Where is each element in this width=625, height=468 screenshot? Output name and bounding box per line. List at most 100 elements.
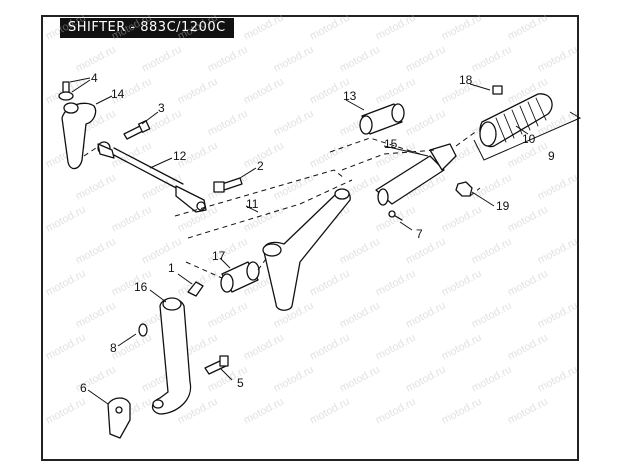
watermark-text: motod.ru — [374, 396, 418, 427]
watermark-text: motod.ru — [308, 396, 352, 427]
bolt-part-1 — [187, 281, 204, 297]
callout-14: 14 — [111, 87, 125, 101]
watermark-text: motod.ru — [536, 300, 580, 331]
callout-19: 19 — [496, 199, 510, 213]
bracket-9-line — [473, 111, 582, 161]
diagram-title: SHIFTER - 883C/1200C — [60, 18, 234, 38]
callout-10: 10 — [522, 132, 536, 146]
watermark-text: motod.ru — [338, 44, 382, 75]
watermark-text: motod.ru — [338, 300, 382, 331]
watermark-text: motod.ru — [110, 204, 154, 235]
watermark-text: motod.ru — [308, 140, 352, 171]
callout-12: 12 — [173, 149, 187, 163]
watermark-text: motod.ru — [176, 76, 220, 107]
callout-13: 13 — [343, 89, 357, 103]
watermark-text: motod.ru — [506, 204, 550, 235]
bolt-part-3 — [123, 120, 151, 140]
watermark-text: motod.ru — [404, 44, 448, 75]
peg-part-13 — [359, 103, 405, 135]
watermark-text: motod.ru — [440, 204, 484, 235]
watermark-text: motod.ru — [338, 236, 382, 267]
callout-3: 3 — [158, 101, 165, 115]
watermark-text: motod.ru — [74, 172, 118, 203]
callout-5: 5 — [237, 376, 244, 390]
watermark-text: motod.ru — [440, 332, 484, 363]
watermark-text: motod.ru — [506, 268, 550, 299]
watermark-text: motod.ru — [440, 268, 484, 299]
watermark-text: motod.ru — [74, 44, 118, 75]
watermark-text: motod.ru — [470, 364, 514, 395]
watermark-text: motod.ru — [206, 44, 250, 75]
watermark-text: motod.ru — [404, 300, 448, 331]
watermark-text: motod.ru — [242, 12, 286, 43]
watermark-text: motod.ru — [44, 204, 88, 235]
watermark-text: motod.ru — [140, 236, 184, 267]
watermark-text: motod.ru — [272, 364, 316, 395]
callout-17: 17 — [212, 249, 226, 263]
watermark-text: motod.ru — [374, 268, 418, 299]
bushing-part — [220, 261, 260, 293]
watermark-text: motod.ru — [506, 396, 550, 427]
callout-15: 15 — [384, 137, 398, 151]
watermark-text: motod.ru — [44, 268, 88, 299]
watermark-text: motod.ru — [470, 172, 514, 203]
watermark-text: motod.ru — [272, 172, 316, 203]
callout-16: 16 — [134, 280, 148, 294]
watermark-text: motod.ru — [404, 236, 448, 267]
watermark-text: motod.ru — [374, 332, 418, 363]
screw-part-4 — [58, 81, 74, 101]
watermark-text: motod.ru — [536, 236, 580, 267]
watermark-text: motod.ru — [470, 300, 514, 331]
watermark-text: motod.ru — [74, 300, 118, 331]
watermark-text: motod.ru — [242, 76, 286, 107]
callout-18: 18 — [459, 73, 473, 87]
watermark-text: motod.ru — [242, 396, 286, 427]
watermark-text: motod.ru — [272, 108, 316, 139]
shifter-lever-upper-part — [61, 102, 97, 170]
watermark-text: motod.ru — [536, 44, 580, 75]
watermark-text: motod.ru — [110, 12, 154, 43]
watermark-text: motod.ru — [308, 268, 352, 299]
watermark-text: motod.ru — [536, 172, 580, 203]
watermark-text: motod.ru — [44, 332, 88, 363]
watermark-text: motod.ru — [272, 44, 316, 75]
callout-6: 6 — [80, 381, 87, 395]
washer-part — [138, 323, 148, 337]
shifter-arm-part — [151, 297, 192, 415]
watermark-text: motod.ru — [374, 76, 418, 107]
watermark-text: motod.ru — [74, 236, 118, 267]
callout-4: 4 — [91, 71, 98, 85]
callout-7: 7 — [416, 227, 423, 241]
watermark-text: motod.ru — [308, 12, 352, 43]
callout-1: 1 — [168, 261, 175, 275]
watermark-text: motod.ru — [440, 396, 484, 427]
watermark-text: motod.ru — [470, 44, 514, 75]
shifter-lever-lower-part — [262, 188, 351, 311]
nut-part — [455, 181, 473, 197]
bracket-part — [107, 397, 131, 439]
screw-part-18 — [492, 85, 503, 95]
leader-lines — [69, 77, 529, 405]
bolt-part-2 — [213, 177, 243, 193]
watermark-text: motod.ru — [242, 140, 286, 171]
watermark-text: motod.ru — [404, 364, 448, 395]
watermark-text: motod.ru — [44, 396, 88, 427]
shaft-part — [375, 143, 457, 206]
assembly-lines — [83, 129, 481, 279]
watermark-text: motod.ru — [206, 108, 250, 139]
watermark-text: motod.ru — [374, 12, 418, 43]
watermark-text: motod.ru — [506, 332, 550, 363]
watermark-text: motod.ru — [470, 236, 514, 267]
watermark-text: motod.ru — [506, 12, 550, 43]
watermark-text: motod.ru — [338, 364, 382, 395]
bolt-part-5 — [204, 355, 229, 375]
watermark-text: motod.ru — [242, 332, 286, 363]
watermark-text: motod.ru — [44, 12, 88, 43]
watermark-text: motod.ru — [536, 364, 580, 395]
callout-8: 8 — [110, 341, 117, 355]
shifter-rod-part — [97, 141, 207, 213]
callout-9: 9 — [548, 149, 555, 163]
callout-2: 2 — [257, 159, 264, 173]
